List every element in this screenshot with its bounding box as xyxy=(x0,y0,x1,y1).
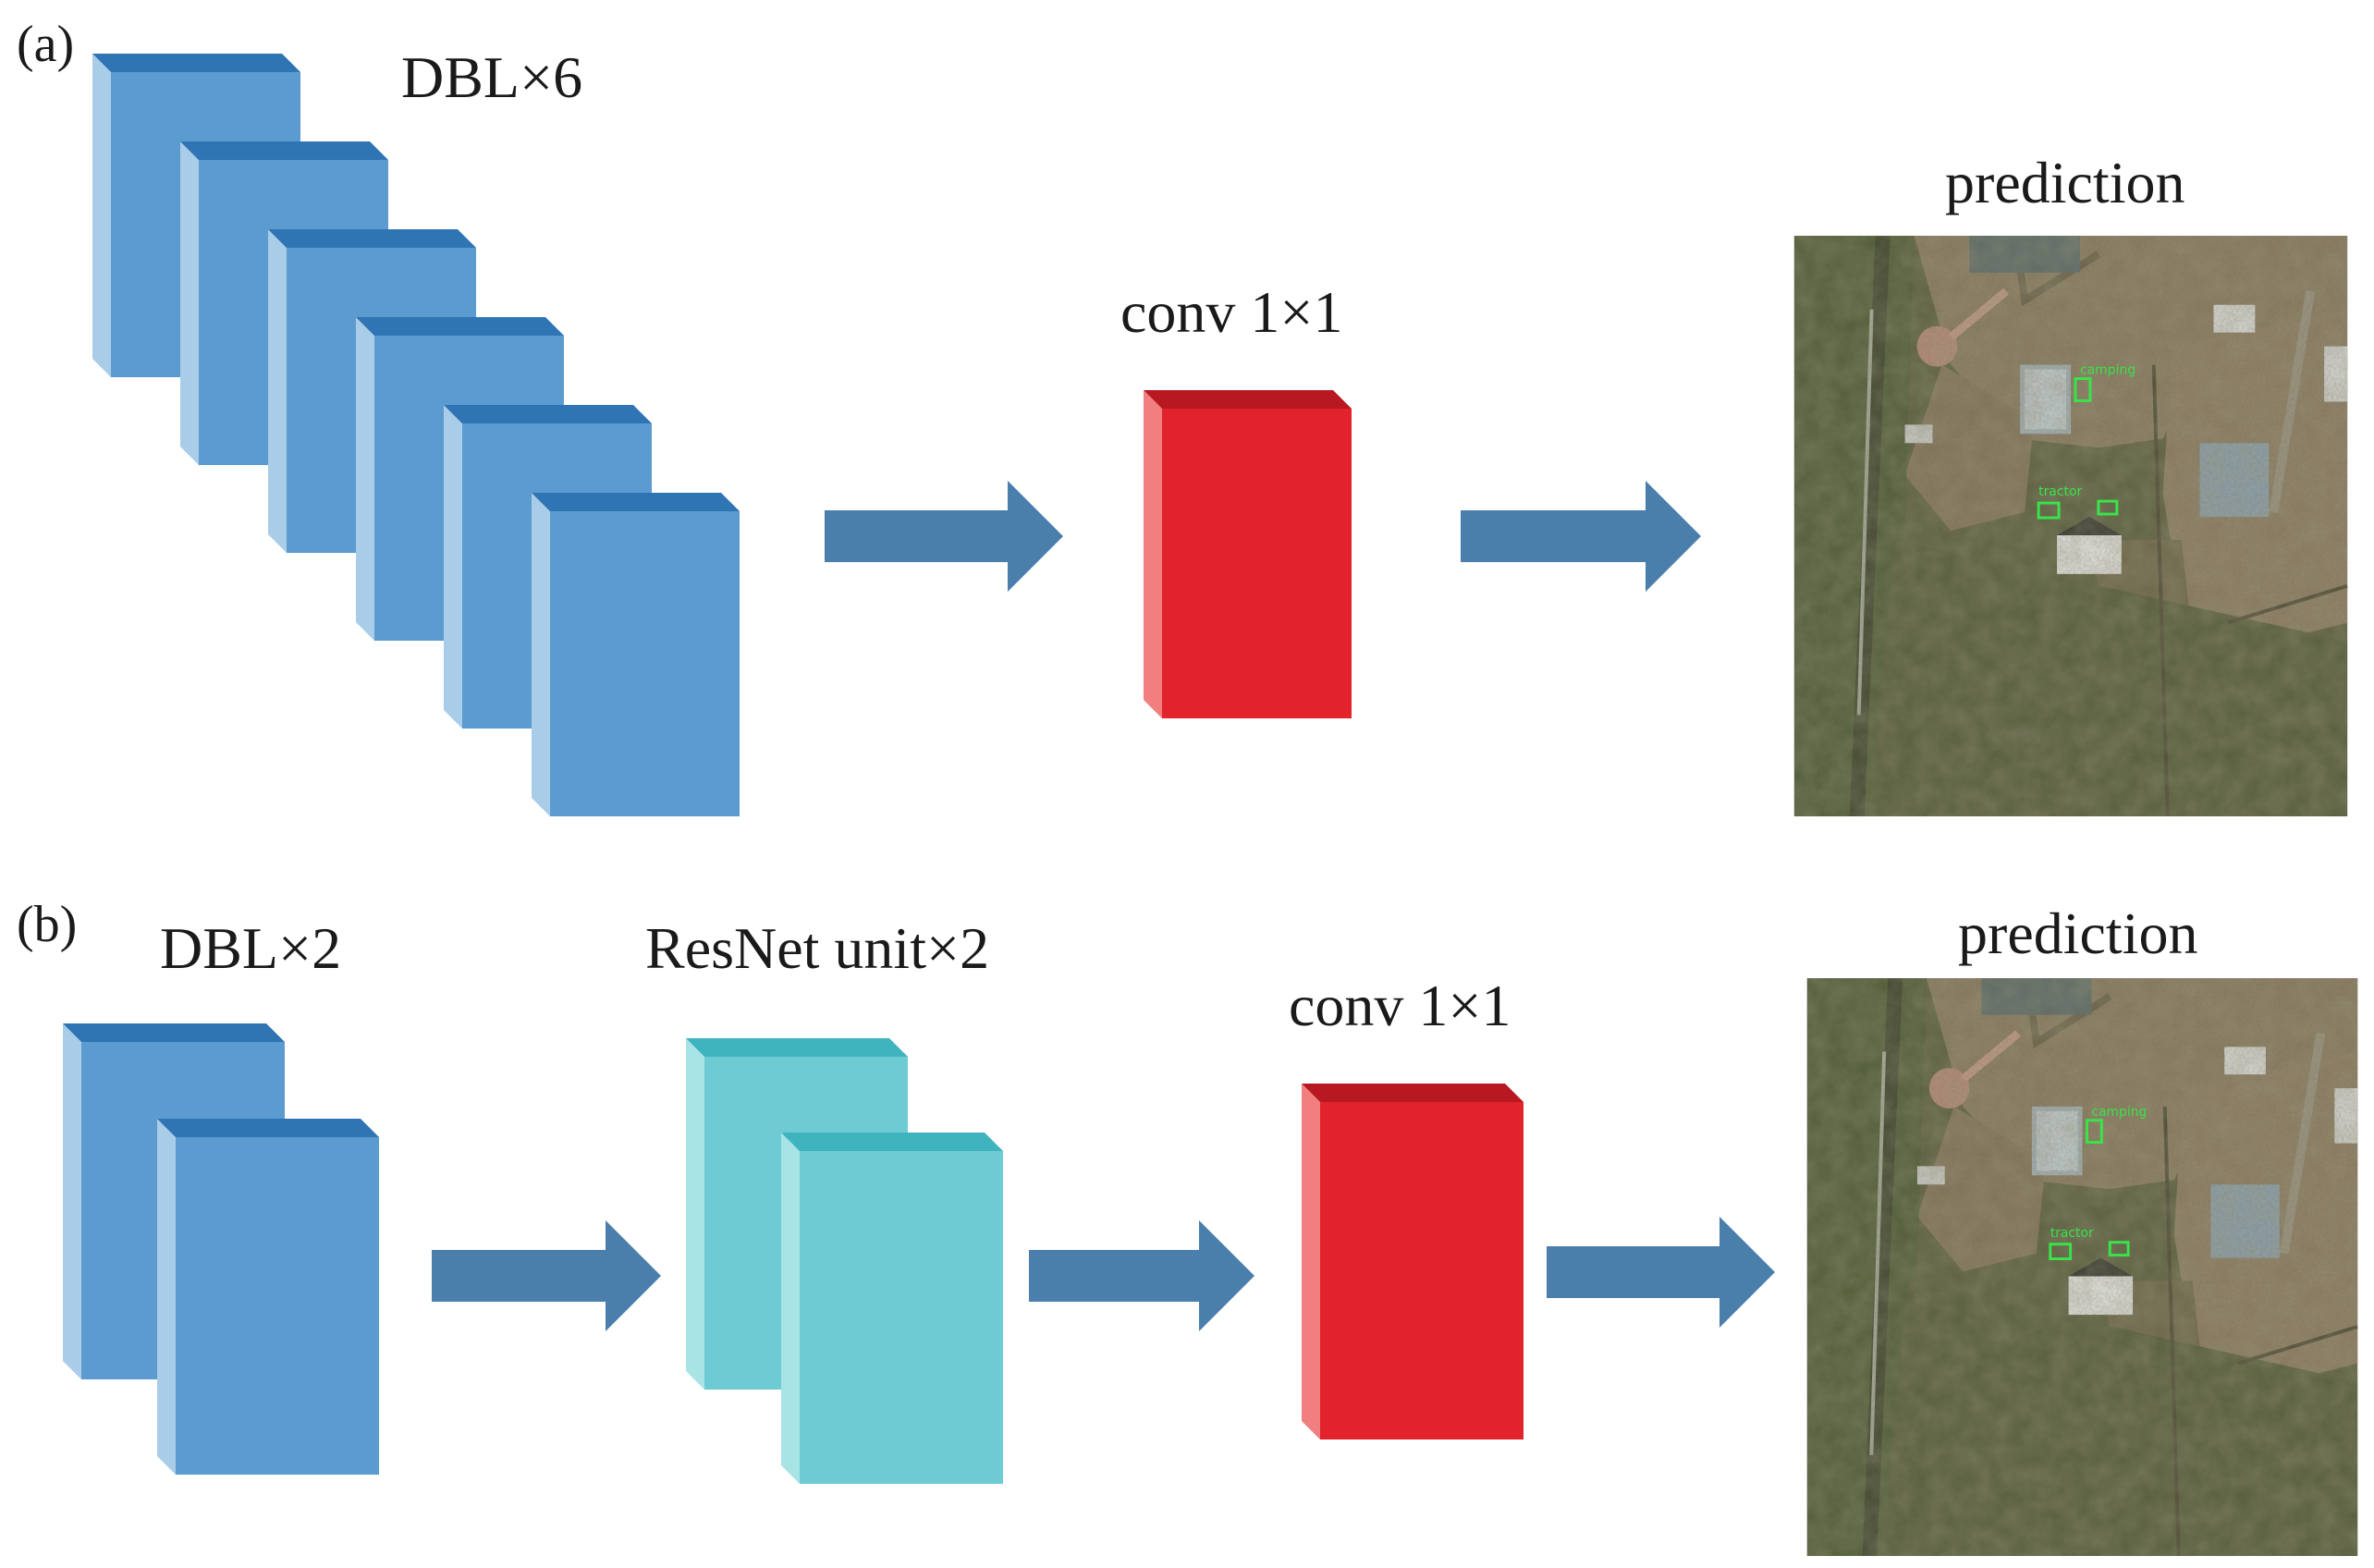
prediction-image-b xyxy=(1807,978,2357,1556)
dbl-label-a: DBL×6 xyxy=(401,44,583,110)
resnet-block-b-1-side xyxy=(686,1038,704,1390)
dbl-block-a-4-side xyxy=(356,317,374,641)
dbl-block-a-6-side xyxy=(532,493,550,816)
dbl-block-a-5-top xyxy=(444,405,652,423)
conv-cube-a xyxy=(1144,390,1352,718)
dbl-block-a-4-top xyxy=(356,317,564,336)
dbl-block-b-1-top xyxy=(63,1023,285,1042)
conv-cube-a-front xyxy=(1162,409,1352,718)
prediction-image-a xyxy=(1794,236,2347,816)
dbl-block-b-2-front xyxy=(176,1137,379,1475)
conv-cube-b-front xyxy=(1320,1102,1524,1439)
resnet-block-b-2-top xyxy=(781,1133,1003,1151)
panel-b-tag: (b) xyxy=(17,896,78,953)
conv-label-b: conv 1×1 xyxy=(1289,973,1511,1038)
resnet-block-b-1-top xyxy=(686,1038,908,1057)
dbl-block-a-6-top xyxy=(532,493,740,511)
panel-a-tag: (a) xyxy=(17,16,75,73)
dbl-block-b-1-side xyxy=(63,1023,81,1379)
dbl-label-b: DBL×2 xyxy=(160,915,342,981)
arrow-b-3 xyxy=(1547,1217,1775,1328)
conv-cube-b-side xyxy=(1302,1084,1320,1439)
dbl-block-a-1-side xyxy=(92,54,111,377)
dbl-block-b-2-side xyxy=(157,1119,176,1475)
dbl-block-a-5-side xyxy=(444,405,462,729)
dbl-stack-b xyxy=(63,1023,379,1475)
arrow-b-2 xyxy=(1029,1220,1254,1331)
dbl-block-a-3-top xyxy=(268,229,476,248)
dbl-block-b-2 xyxy=(157,1119,379,1475)
dbl-stack-a xyxy=(92,54,740,816)
dbl-block-a-2-top xyxy=(180,141,388,160)
resnet-stack-b xyxy=(686,1038,1003,1484)
conv-cube-a-side xyxy=(1144,390,1162,718)
prediction-label-a: prediction xyxy=(1945,150,2185,215)
conv-block-a xyxy=(1144,390,1352,718)
dbl-block-a-2-side xyxy=(180,141,199,465)
dbl-block-a-1-top xyxy=(92,54,300,72)
dbl-block-b-2-top xyxy=(157,1119,379,1137)
resnet-label-b: ResNet unit×2 xyxy=(645,915,990,981)
resnet-block-b-2-side xyxy=(781,1133,800,1484)
arrow-a-2 xyxy=(1461,481,1701,592)
dbl-block-a-6 xyxy=(532,493,740,816)
prediction-label-b: prediction xyxy=(1958,900,2198,966)
resnet-block-b-2-front xyxy=(800,1151,1003,1484)
dbl-block-a-6-front xyxy=(550,511,740,816)
dbl-block-a-3-side xyxy=(268,229,287,553)
arrow-b-1 xyxy=(432,1220,661,1331)
conv-block-b xyxy=(1302,1084,1524,1439)
conv-cube-b-top xyxy=(1302,1084,1524,1102)
conv-label-a: conv 1×1 xyxy=(1120,279,1343,345)
conv-cube-a-top xyxy=(1144,390,1352,409)
resnet-block-b-2 xyxy=(781,1133,1003,1484)
conv-cube-b xyxy=(1302,1084,1524,1439)
arrow-a-1 xyxy=(825,481,1063,592)
